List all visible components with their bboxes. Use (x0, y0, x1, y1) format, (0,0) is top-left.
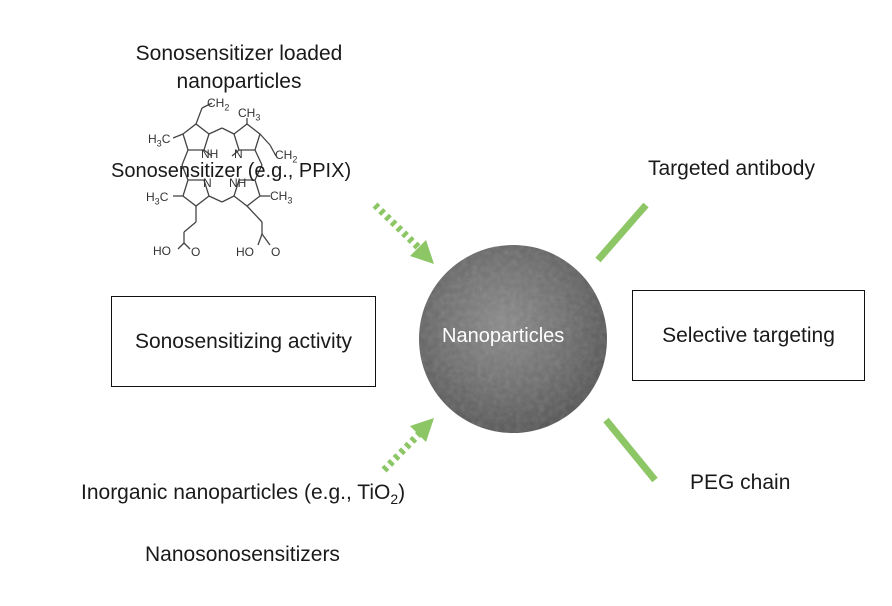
selective-targeting-label: Selective targeting (662, 323, 835, 347)
ppix-structure-drawing (172, 102, 277, 250)
sonosensitizing-activity-label: Sonosensitizing activity (134, 329, 353, 353)
peg-chain-label: PEG chain (690, 471, 791, 494)
peg-line (603, 417, 658, 483)
sonosensitizer-loaded-title: Sonosensitizer loaded nanoparticles (135, 42, 343, 93)
arrow-head-bottom (410, 418, 434, 442)
dotted-arrow-bottom (381, 430, 423, 473)
antibody-line (595, 202, 649, 263)
nanosonosensitizers-label: Nanosonosensitizers (145, 543, 340, 566)
inorganic-nanoparticles-label: Inorganic nanoparticles (e.g., TiO2) (81, 481, 406, 508)
nanoparticle-sphere (419, 245, 607, 433)
arrow-head-top (410, 240, 434, 264)
sonosensitizer-example-label: Sonosensitizer (e.g., PPIX) (111, 160, 352, 182)
dotted-arrow-top (372, 202, 423, 252)
nanoparticles-label: Nanoparticles (442, 325, 565, 347)
selective-targeting-box: Selective targeting (632, 290, 865, 381)
targeted-antibody-label: Targeted antibody (648, 157, 815, 180)
sonosensitizing-activity-box: Sonosensitizing activity (111, 296, 376, 387)
